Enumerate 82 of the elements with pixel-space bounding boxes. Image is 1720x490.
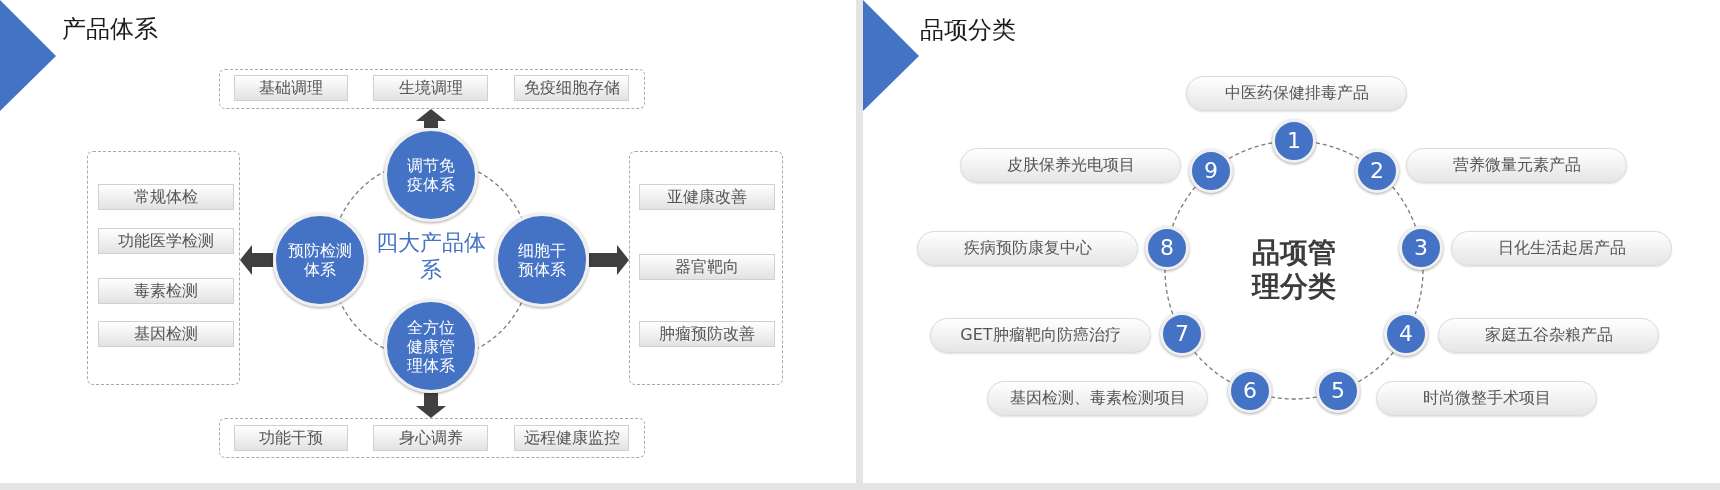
- tag-text: 毒素检测: [134, 280, 198, 302]
- pill-text: 日化生活起居产品: [1497, 238, 1626, 259]
- dashed-group-frame: [219, 418, 645, 458]
- tag-text: 功能医学检测: [118, 230, 214, 252]
- number-text: 9: [1204, 159, 1218, 183]
- item-tag: [373, 75, 488, 101]
- number-text: 3: [1414, 236, 1428, 260]
- category-pill: [930, 318, 1151, 353]
- number-text: 6: [1243, 379, 1257, 403]
- dashed-connector: [477, 301, 523, 349]
- dashed-connector: [1315, 142, 1360, 160]
- item-tag: [98, 184, 234, 210]
- dashed-group-frame: [87, 151, 240, 385]
- item-tag: [234, 75, 348, 101]
- item-tag: [639, 254, 775, 280]
- dashed-connector: [1391, 186, 1417, 228]
- block-arrow: [240, 245, 273, 275]
- dashed-connector: [1270, 396, 1318, 400]
- tag-text: 亚健康改善: [667, 186, 747, 208]
- number-text: 7: [1175, 322, 1189, 346]
- pill-text: 基因检测、毒素检测项目: [1009, 388, 1186, 409]
- category-pill: [1376, 381, 1597, 416]
- item-tag: [98, 321, 234, 347]
- tag-text: 免疫细胞存储: [523, 77, 620, 99]
- dashed-connector: [1164, 269, 1174, 315]
- category-pill: [1406, 148, 1627, 183]
- dashed-group-frame: [219, 69, 645, 109]
- category-pill: [917, 231, 1138, 266]
- item-tag: [514, 75, 629, 101]
- number-text: 4: [1399, 322, 1413, 346]
- pill-text: 时尚微整手术项目: [1422, 388, 1551, 409]
- item-tag: [639, 184, 775, 210]
- category-pill: [1438, 318, 1659, 353]
- pill-text: 中医药保健排毒产品: [1224, 83, 1369, 104]
- pill-text: 家庭五谷杂粮产品: [1484, 325, 1613, 346]
- pill-text: 营养微量元素产品: [1452, 155, 1581, 176]
- block-arrow: [416, 393, 446, 418]
- tag-text: 身心调养: [398, 427, 463, 449]
- dashed-connector: [1193, 351, 1231, 383]
- block-arrow: [416, 109, 446, 128]
- item-tag: [234, 425, 348, 451]
- dashed-connector: [1414, 269, 1424, 315]
- circle-text: 细胞干预体系: [517, 241, 567, 279]
- item-tag: [639, 321, 775, 347]
- item-tag: [98, 278, 234, 304]
- tag-text: 器官靶向: [675, 256, 739, 278]
- pill-text: 皮肤保养光电项目: [1006, 155, 1135, 176]
- item-tag: [98, 228, 234, 254]
- hub-text: 四大产品体系: [375, 229, 487, 283]
- circle-text: 预防检测体系: [287, 241, 353, 279]
- number-text: 2: [1370, 159, 1384, 183]
- dashed-connector: [339, 301, 385, 349]
- dashed-connector: [477, 171, 523, 219]
- number-text: 5: [1331, 379, 1345, 403]
- pill-text: GET肿瘤靶向防癌治疗: [960, 325, 1121, 346]
- slide-title: 产品体系: [62, 14, 158, 44]
- pill-text: 疾病预防康复中心: [963, 238, 1092, 259]
- category-pill: [1186, 76, 1407, 111]
- tag-text: 基础调理: [259, 77, 323, 99]
- circle-text: 全方位健康管理体系: [406, 317, 456, 375]
- category-pill: [960, 148, 1181, 183]
- dashed-connector: [1171, 186, 1197, 228]
- category-pill: [987, 381, 1208, 416]
- tag-text: 基因检测: [134, 323, 198, 345]
- dashed-connector: [1228, 142, 1273, 160]
- tag-text: 肿瘤预防改善: [659, 323, 755, 345]
- block-arrow: [589, 245, 629, 275]
- circle-text: 调节免疫体系: [406, 156, 456, 194]
- tag-text: 常规体检: [134, 186, 198, 208]
- dashed-connector: [339, 171, 385, 219]
- hub-text: 品项管理分类: [1250, 236, 1337, 304]
- item-tag: [514, 425, 629, 451]
- slide-title: 品项分类: [920, 15, 1016, 45]
- number-text: 8: [1160, 236, 1174, 260]
- tag-text: 远程健康监控: [523, 427, 620, 449]
- number-text: 1: [1287, 129, 1301, 153]
- item-tag: [373, 425, 488, 451]
- tag-text: 生境调理: [398, 77, 463, 99]
- dashed-connector: [1357, 351, 1395, 383]
- dashed-group-frame: [629, 151, 783, 385]
- tag-text: 功能干预: [259, 427, 323, 449]
- category-pill: [1451, 231, 1672, 266]
